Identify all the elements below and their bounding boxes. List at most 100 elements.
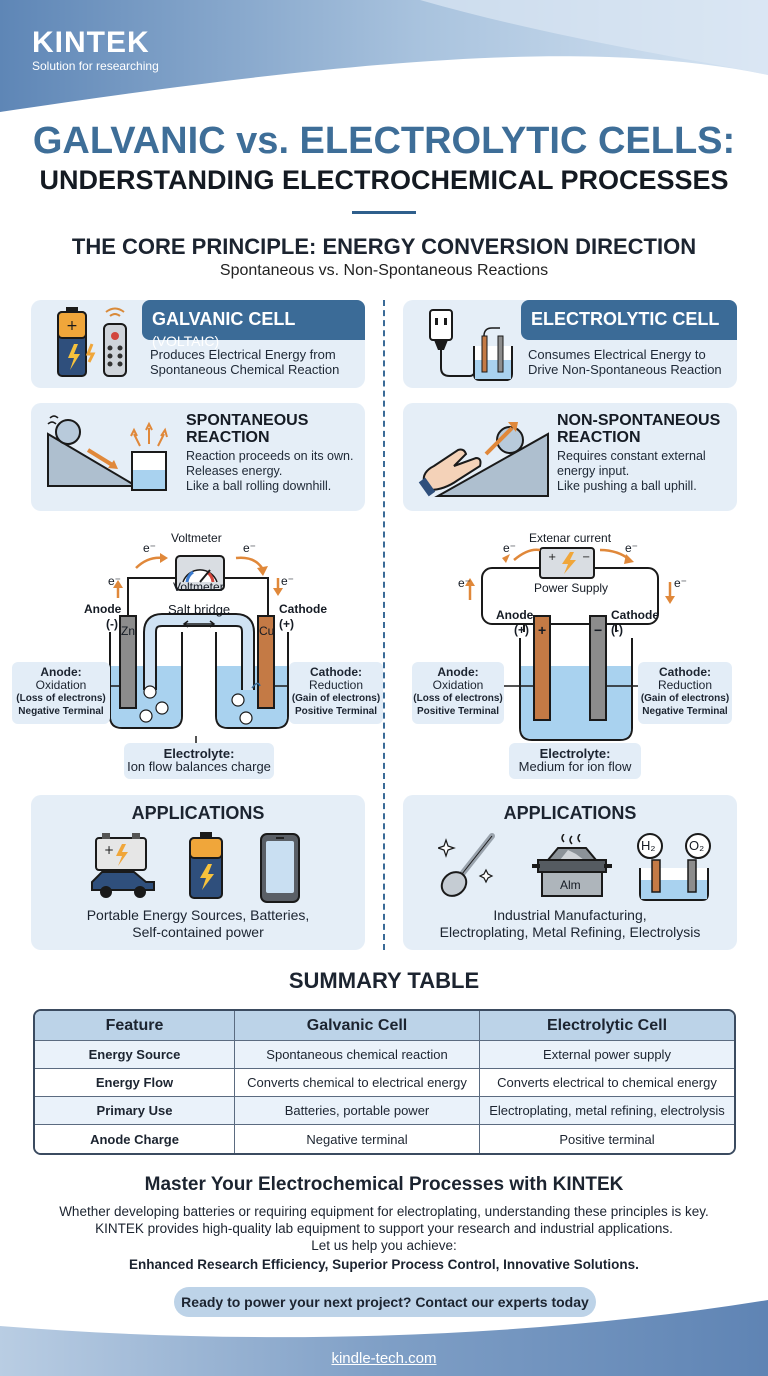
galvanic-app-line2: Self-contained power	[132, 924, 264, 940]
footer-background	[0, 1300, 768, 1376]
cta-paragraph-2: KINTEK provides high-quality lab equipme…	[95, 1221, 673, 1236]
non-spontaneous-line3: Like pushing a ball uphill.	[557, 479, 697, 493]
smartphone-icon	[260, 833, 300, 903]
electrolytic-tab: ELECTROLYTIC CELL	[521, 300, 737, 340]
galv-anode-callout-l3: Negative Terminal	[18, 706, 104, 717]
electrolysis-icon	[637, 833, 711, 901]
svg-text:−: −	[582, 552, 590, 563]
galvanic-applications-text: Portable Energy Sources, Batteries, Self…	[31, 907, 365, 941]
table-cell: Converts chemical to electrical energy	[235, 1069, 480, 1097]
spoon-icon	[438, 833, 495, 897]
cta-paragraph-4: Enhanced Research Efficiency, Superior P…	[129, 1257, 639, 1272]
elec-anode-callout-l3: Positive Terminal	[416, 706, 500, 717]
elec-electrolyte-l1: Medium for ion flow	[518, 759, 632, 774]
spontaneous-title-line2: REACTION	[186, 429, 270, 446]
electrolytic-desc-line1: Consumes Electrical Energy to	[528, 347, 706, 362]
elec-e-top-left: e⁻	[503, 541, 517, 555]
galv-cathode-callout-l3: Positive Terminal	[294, 706, 378, 717]
elec-cathode-callout-l1: Reduction	[657, 678, 713, 692]
header-galvanic: Galvanic Cell	[235, 1011, 480, 1041]
galvanic-desc-line2: Spontaneous Chemical Reaction	[150, 362, 340, 377]
zinc-electrode-label: Zn	[121, 624, 136, 638]
contact-experts-button[interactable]: Ready to power your next project? Contac…	[174, 1287, 596, 1317]
electrolytic-app-line1: Industrial Manufacturing,	[493, 907, 647, 923]
electrolytic-desc: Consumes Electrical Energy to Drive Non-…	[528, 347, 733, 377]
non-spontaneous-title-line2: REACTION	[557, 429, 641, 446]
galvanic-applications-title: APPLICATIONS	[131, 803, 265, 823]
table-cell: Primary Use	[35, 1097, 235, 1125]
table-cell: External power supply	[480, 1041, 734, 1069]
footer-site-link[interactable]: kindle-tech.com	[331, 1350, 437, 1367]
electrolytic-desc-line2: Drive Non-Spontaneous Reaction	[528, 362, 722, 377]
table-row: Energy Source Spontaneous chemical react…	[35, 1041, 734, 1069]
table-cell: Energy Flow	[35, 1069, 235, 1097]
furnace-icon	[532, 834, 612, 897]
elec-anode-callout-l2: (Loss of electrons)	[413, 693, 503, 704]
battery-remote-icon: +	[57, 307, 127, 377]
galvanic-desc-line1: Produces Electrical Energy from	[150, 347, 336, 362]
aa-battery-icon	[189, 832, 223, 899]
svg-text:+: +	[104, 843, 114, 857]
galv-e-left: e⁻	[108, 574, 122, 588]
cta-paragraph-3: Let us help you achieve:	[311, 1238, 457, 1253]
table-cell: Negative terminal	[235, 1125, 480, 1153]
elec-e-top-right: e⁻	[625, 541, 639, 555]
table-row: Primary Use Batteries, portable power El…	[35, 1097, 734, 1125]
spontaneous-desc: Reaction proceeds on its own. Releases e…	[186, 449, 353, 494]
galv-e-top-right: e⁻	[243, 541, 257, 555]
spontaneous-title-line1: SPONTANEOUS	[186, 412, 309, 429]
h2-label: H₂	[641, 838, 656, 853]
galv-anode-callout-l2: (Loss of electrons)	[16, 693, 106, 704]
galv-anode-callout-title: Anode:	[40, 665, 82, 679]
elec-cathode-callout: Cathode: Reduction (Gain of electrons) N…	[638, 662, 732, 724]
non-spontaneous-title-line1: NON-SPONTANEOUS	[557, 412, 721, 429]
electrolytic-applications-title: APPLICATIONS	[503, 803, 637, 823]
galvanic-tab: GALVANIC CELL (VOLTAIC)	[142, 300, 365, 349]
core-principle-heading: THE CORE PRINCIPLE: ENERGY CONVERSION DI…	[71, 234, 697, 259]
galv-cathode-callout: Cathode: Reduction (Gain of electrons) P…	[289, 662, 383, 724]
page-subtitle: UNDERSTANDING ELECTROCHEMICAL PROCESSES	[39, 165, 729, 195]
table-cell: Batteries, portable power	[235, 1097, 480, 1125]
salt-bridge-label: Salt bridge	[168, 602, 231, 617]
brand-tagline: Solution for researching	[32, 59, 159, 73]
elec-e-right: e⁻	[674, 576, 688, 590]
galv-anode-sign: (-)	[106, 617, 118, 631]
cta-heading: Master Your Electrochemical Processes wi…	[144, 1174, 624, 1195]
galv-anode-label: Anode	[84, 602, 122, 616]
electrolytic-cell-diagram: + −	[465, 547, 675, 762]
svg-text:+: +	[548, 552, 556, 563]
elec-cathode-sign: (-)	[611, 623, 623, 637]
galv-electrolyte-l1: Ion flow balances charge	[127, 759, 271, 774]
elec-anode-callout-l1: Oxidation	[432, 678, 484, 692]
voltmeter-label-bottom: Voltmeter	[173, 580, 224, 594]
ball-downhill-icon	[47, 415, 168, 491]
galv-cathode-label: Cathode	[279, 602, 327, 616]
spontaneous-line1: Reaction proceeds on its own.	[186, 449, 354, 463]
elec-electrolyte-callout: Electrolyte: Medium for ion flow	[509, 743, 641, 779]
galv-electrolyte-title: Electrolyte:	[163, 746, 235, 761]
galv-e-top-left: e⁻	[143, 541, 157, 555]
ball-uphill-icon	[418, 422, 549, 497]
furnace-label: Alm	[560, 878, 581, 892]
galv-anode-callout: Anode: Oxidation (Loss of electrons) Neg…	[12, 662, 110, 724]
electrolytic-app-line2: Electroplating, Metal Refining, Electrol…	[439, 924, 701, 940]
elec-cathode-callout-title: Cathode:	[659, 665, 711, 679]
cta-paragraph-1: Whether developing batteries or requirin…	[59, 1204, 709, 1219]
table-cell: Converts electrical to chemical energy	[480, 1069, 734, 1097]
table-cell: Energy Source	[35, 1041, 235, 1069]
elec-cathode-minus: −	[594, 622, 603, 638]
svg-text:+: +	[66, 318, 78, 334]
spontaneous-line2: Releases energy.	[186, 464, 283, 478]
brand-logo: KINTEK	[32, 26, 150, 59]
galvanic-desc: Produces Electrical Energy from Spontane…	[150, 347, 360, 377]
summary-title: SUMMARY TABLE	[288, 968, 480, 993]
galv-cathode-sign: (+)	[279, 617, 294, 631]
spontaneous-line3: Like a ball rolling downhill.	[186, 479, 332, 493]
elec-electrolyte-title: Electrolyte:	[539, 746, 611, 761]
elec-e-left: e⁻	[458, 576, 472, 590]
table-row: Anode Charge Negative terminal Positive …	[35, 1125, 734, 1153]
elec-anode-label: Anode	[496, 608, 534, 622]
title-divider	[352, 211, 416, 214]
page-title: GALVANIC vs. ELECTROLYTIC CELLS:	[32, 120, 736, 162]
header-electrolytic: Electrolytic Cell	[480, 1011, 734, 1041]
